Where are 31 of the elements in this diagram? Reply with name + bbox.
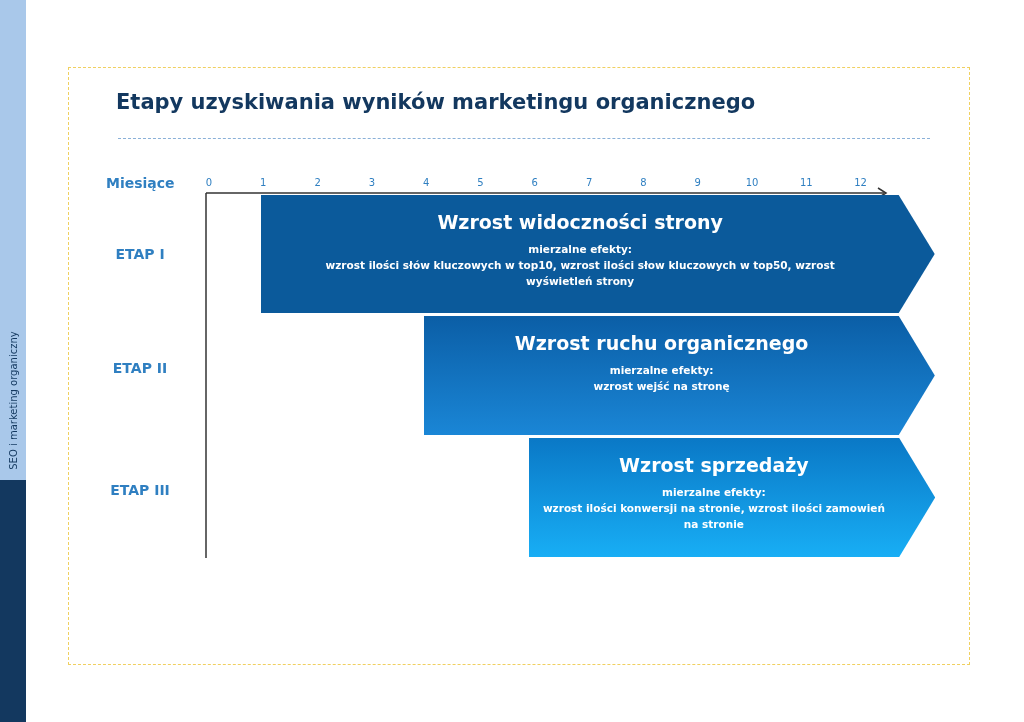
stage-arrow-band [424, 316, 935, 435]
stage-heading: Wzrost sprzedaży [618, 454, 810, 476]
month-tick-label: 1 [259, 177, 268, 188]
title: Etapy uzyskiwania wyników marketingu organicznego [116, 90, 756, 114]
effects-label: mierzalne efekty: [608, 363, 715, 378]
stage-heading: Wzrost widoczności strony [436, 211, 724, 233]
month-tick-label: 4 [422, 177, 431, 188]
month-tick-label: 6 [530, 177, 539, 188]
sidebar-label: SEO i marketing organiczny [7, 330, 19, 472]
effects-text: wzrost ilości słów kluczowych w top10, wzrost ilości słow kluczowych w top50, wzrost wyświetleń strony [324, 258, 836, 289]
month-tick-label: 11 [798, 177, 814, 188]
month-tick-label: 9 [693, 177, 702, 188]
effects-label: mierzalne efekty: [661, 485, 767, 500]
axis-title: Miesiące [106, 175, 175, 191]
month-tick-label: 12 [853, 177, 868, 188]
stage-label: ETAP II [111, 360, 169, 376]
stage-arrow-band [261, 195, 935, 313]
month-tick-label: 5 [476, 177, 485, 188]
stage-arrow-band [528, 438, 935, 557]
month-tick-label: 8 [639, 177, 648, 188]
stage-label: ETAP I [114, 246, 166, 262]
effects-text: wzrost ilości konwersji na stronie, wzrost ilości zamowień na stronie [542, 501, 885, 532]
month-tick-label: 2 [313, 177, 322, 188]
month-tick-label: 10 [744, 177, 760, 188]
stage-label: ETAP III [109, 482, 171, 498]
month-tick-label: 0 [204, 177, 214, 188]
month-tick-label: 3 [367, 177, 377, 188]
effects-label: mierzalne efekty: [527, 242, 633, 257]
month-tick-label: 7 [584, 177, 594, 188]
effects-text: wzrost wejść na stronę [592, 379, 731, 394]
stage-heading: Wzrost ruchu organicznego [513, 332, 810, 354]
